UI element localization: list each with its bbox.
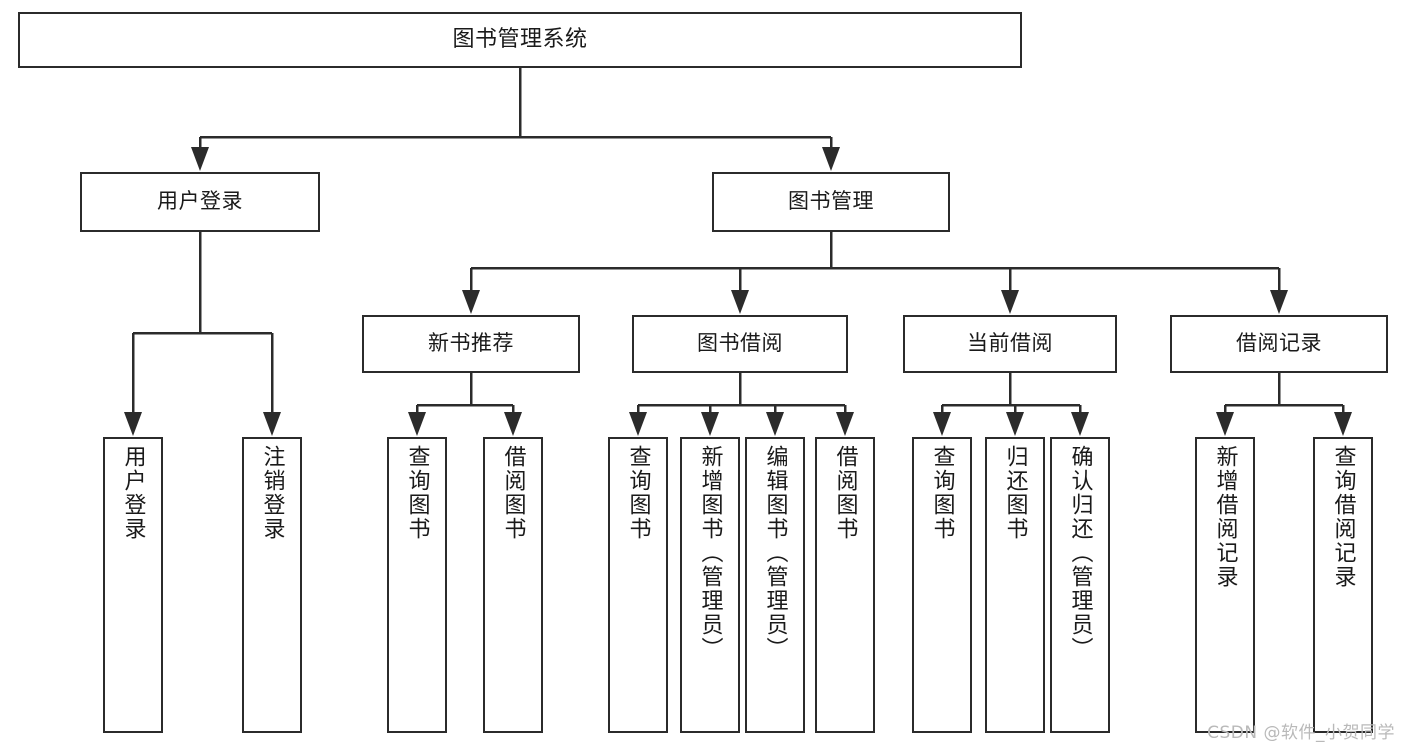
node-label: 图书管理 (788, 189, 874, 214)
arrowhead-icon (1001, 290, 1019, 314)
arrowhead-icon (1270, 290, 1288, 314)
node-label: 用户登录 (157, 189, 243, 214)
node-leaf-query-b[interactable]: 查询图书 (608, 437, 668, 733)
arrowhead-icon (731, 290, 749, 314)
arrowhead-icon (462, 290, 480, 314)
node-label: 当前借阅 (967, 331, 1053, 356)
node-leaf-edit-book[interactable]: 编辑图书（管理员） (745, 437, 805, 733)
node-current[interactable]: 当前借阅 (903, 315, 1117, 373)
arrowhead-icon (191, 147, 209, 171)
watermark-label: CSDN @软件_小贺同学 (1207, 723, 1395, 743)
node-leaf-confirm[interactable]: 确认归还（管理员） (1050, 437, 1110, 733)
arrowhead-icon (1334, 412, 1352, 436)
node-login[interactable]: 用户登录 (80, 172, 320, 232)
arrowhead-icon (1071, 412, 1089, 436)
node-bookmgmt[interactable]: 图书管理 (712, 172, 950, 232)
node-leaf-borrow-new[interactable]: 借阅图书 (483, 437, 543, 733)
node-label: 新增图书（管理员） (697, 445, 723, 661)
node-root[interactable]: 图书管理系统 (18, 12, 1022, 68)
arrowhead-icon (124, 412, 142, 436)
node-leaf-return[interactable]: 归还图书 (985, 437, 1045, 733)
node-label: 归还图书 (1002, 445, 1028, 541)
node-label: 新书推荐 (428, 331, 514, 356)
node-label: 查询图书 (625, 445, 651, 541)
node-leaf-query-c[interactable]: 查询图书 (912, 437, 972, 733)
node-label: 用户登录 (120, 445, 146, 541)
node-label: 新增借阅记录 (1212, 445, 1238, 589)
node-leaf-borrow-book[interactable]: 借阅图书 (815, 437, 875, 733)
node-label: 查询借阅记录 (1330, 445, 1356, 589)
arrowhead-icon (766, 412, 784, 436)
node-label: 借阅图书 (500, 445, 526, 541)
arrowhead-icon (701, 412, 719, 436)
node-label: 图书借阅 (697, 331, 783, 356)
arrowhead-icon (408, 412, 426, 436)
node-leaf-login[interactable]: 用户登录 (103, 437, 163, 733)
node-borrow[interactable]: 图书借阅 (632, 315, 848, 373)
arrowhead-icon (836, 412, 854, 436)
arrowhead-icon (629, 412, 647, 436)
node-label: 编辑图书（管理员） (762, 445, 788, 661)
node-records[interactable]: 借阅记录 (1170, 315, 1388, 373)
node-leaf-add-book[interactable]: 新增图书（管理员） (680, 437, 740, 733)
node-label: 查询图书 (929, 445, 955, 541)
node-label: 借阅图书 (832, 445, 858, 541)
node-leaf-logout[interactable]: 注销登录 (242, 437, 302, 733)
node-newbook[interactable]: 新书推荐 (362, 315, 580, 373)
node-label: 查询图书 (404, 445, 430, 541)
arrowhead-icon (822, 147, 840, 171)
node-label: 图书管理系统 (452, 26, 588, 52)
node-leaf-query-record[interactable]: 查询借阅记录 (1313, 437, 1373, 733)
arrowhead-icon (1006, 412, 1024, 436)
node-leaf-query-new[interactable]: 查询图书 (387, 437, 447, 733)
node-label: 确认归还（管理员） (1067, 445, 1093, 661)
arrowhead-icon (504, 412, 522, 436)
arrowhead-icon (263, 412, 281, 436)
node-label: 借阅记录 (1236, 331, 1322, 356)
node-leaf-add-record[interactable]: 新增借阅记录 (1195, 437, 1255, 733)
arrowhead-icon (1216, 412, 1234, 436)
node-label: 注销登录 (259, 445, 285, 541)
arrowhead-icon (933, 412, 951, 436)
